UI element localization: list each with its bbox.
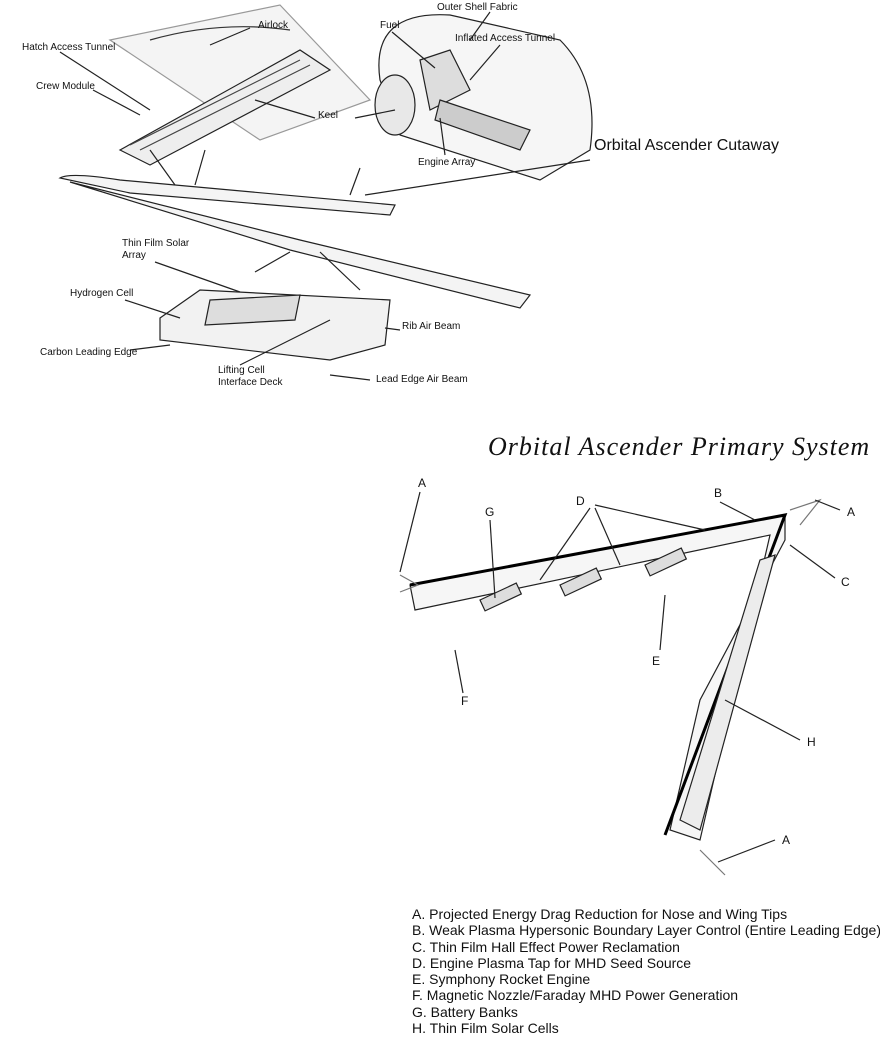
- marker-f: F: [461, 694, 469, 708]
- legend-item: B. Weak Plasma Hypersonic Boundary Layer…: [412, 922, 880, 939]
- marker-h: H: [807, 735, 816, 749]
- legend-item: G. Battery Banks: [412, 1003, 518, 1020]
- marker-a: A: [847, 505, 856, 519]
- marker-e: E: [652, 654, 661, 668]
- primary-system-wing-drawing: [399, 491, 841, 876]
- marker-b: B: [714, 486, 723, 500]
- engine-section-drawing: [354, 11, 593, 181]
- cutaway-title: Orbital Ascender Cutaway: [594, 137, 779, 154]
- lifting-cell-drawing: [124, 261, 401, 381]
- crew-module-drawing: [59, 4, 372, 166]
- primary-system-title: Orbital Ascender Primary System: [488, 432, 871, 461]
- label-carbon-leading-edge: Carbon Leading Edge: [40, 347, 138, 358]
- legend-item: F. Magnetic Nozzle/Faraday MHD Power Gen…: [412, 987, 739, 1004]
- label-airlock: Airlock: [258, 20, 289, 31]
- legend-item: D. Engine Plasma Tap for MHD Seed Source: [412, 954, 692, 971]
- label-hydrogen-cell: Hydrogen Cell: [70, 288, 134, 299]
- legend-item: C. Thin Film Hall Effect Power Reclamati…: [412, 938, 680, 955]
- label-engine-array: Engine Array: [418, 157, 476, 168]
- label-keel: Keel: [318, 110, 339, 121]
- label-outer-shell-fabric: Outer Shell Fabric: [437, 2, 518, 13]
- label-thin-film-solar-array: Thin Film Solar Array: [122, 238, 190, 261]
- legend-item: E. Symphony Rocket Engine: [412, 971, 591, 988]
- label-rib-air-beam: Rib Air Beam: [402, 321, 461, 332]
- marker-g: G: [485, 505, 495, 519]
- legend-item: H. Thin Film Solar Cells: [412, 1020, 559, 1037]
- label-crew-module: Crew Module: [36, 81, 95, 92]
- label-fuel: Fuel: [380, 20, 400, 31]
- marker-c: C: [841, 575, 850, 589]
- label-lead-edge-air-beam: Lead Edge Air Beam: [376, 374, 468, 385]
- ascender-wings-drawing: [58, 149, 591, 309]
- marker-a: A: [782, 833, 791, 847]
- label-lifting-cell-interface-deck: Lifting Cell Interface Deck: [218, 365, 283, 388]
- legend-item: A. Projected Energy Drag Reduction for N…: [412, 906, 788, 922]
- marker-a: A: [418, 476, 427, 490]
- legend: A. Projected Energy Drag Reduction for N…: [412, 906, 880, 1036]
- marker-d: D: [576, 494, 585, 508]
- label-inflated-access-tunnel: Inflated Access Tunnel: [455, 33, 556, 44]
- label-hatch-access-tunnel: Hatch Access Tunnel: [22, 42, 116, 53]
